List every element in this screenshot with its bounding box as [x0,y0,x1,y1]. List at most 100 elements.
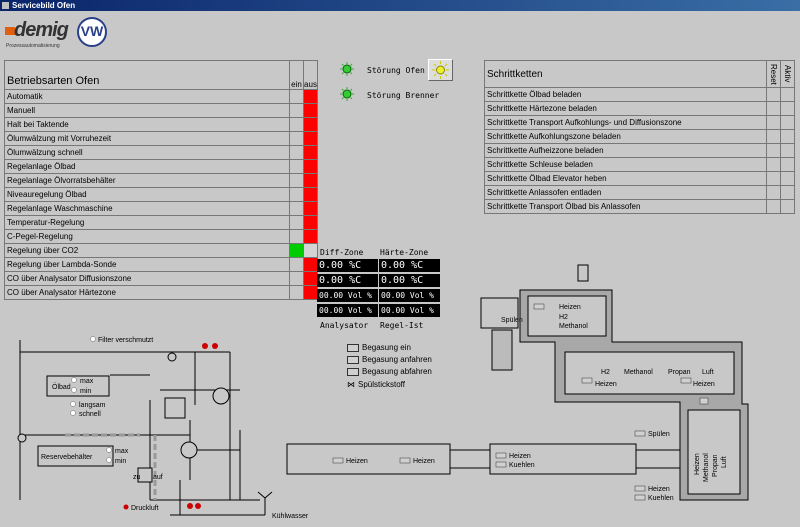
mode-on-toggle[interactable] [289,145,304,160]
mode-label: Ölumwälzung mit Vorruhezeit [4,131,290,146]
mode-row: Automatik [4,89,318,104]
heizen-bottom-label: Heizen [648,486,670,493]
chain-reset-button[interactable] [766,143,781,158]
chain-reset-button[interactable] [766,129,781,144]
demig-logo-text: demig [14,19,69,41]
legend-begasung-anfahren: Begasung anfahren [347,355,432,364]
chain-reset-button[interactable] [766,115,781,130]
chain-reset-button[interactable] [766,101,781,116]
mode-off-toggle[interactable] [303,257,318,272]
mode-on-toggle[interactable] [289,103,304,118]
furnace-fault-led-icon [340,62,354,76]
co-haerte-value: 00.00 Vol % [379,289,440,302]
modes-col-off: aus [303,60,318,90]
mode-off-toggle[interactable] [303,159,318,174]
legend-label: Spülstickstoff [358,380,405,389]
reserve-label: Reservebehälter [41,454,93,461]
mode-on-toggle[interactable] [289,117,304,132]
alarm-bell-button[interactable] [428,59,453,81]
druckluft-label: Druckluft [131,505,159,512]
modes-col-on: ein [289,60,304,90]
modes-header-row: Betriebsarten Ofen ein aus [4,60,318,90]
chain-label: Schrittkette Aufheizzone beladen [484,143,767,158]
temp-diff-value: 0.00 %C [317,259,378,272]
haerte-zone-label: Härte-Zone [380,248,429,257]
step-chains-table: Schrittketten Reset Aktiv Schrittkette Ö… [484,60,795,214]
chain-active-indicator [780,143,795,158]
legend-begasung-abfahren: Begasung abfahren [347,367,432,376]
mode-row: Ölumwälzung mit Vorruhezeit [4,131,318,146]
legend-begasung-ein: Begasung ein [347,343,411,352]
mode-on-toggle[interactable] [289,285,304,300]
chain-active-indicator [780,87,795,102]
chain-active-indicator [780,101,795,116]
mode-off-toggle[interactable] [303,187,318,202]
chain-reset-button[interactable] [766,157,781,172]
mode-on-toggle[interactable] [289,229,304,244]
chain-label: Schrittkette Schleuse beladen [484,157,767,172]
propan-vert-label: Propan [712,454,719,477]
mode-on-toggle[interactable] [289,257,304,272]
mode-off-toggle[interactable] [303,201,318,216]
chain-label: Schrittkette Ölbad Elevator heben [484,171,767,186]
mode-row: CO über Analysator Härtezone [4,285,318,300]
mode-on-toggle[interactable] [289,201,304,216]
chain-label: Schrittkette Ölbad beladen [484,87,767,102]
oelbad-label: Ölbad [52,383,71,391]
furnace-fault-label: Störung Ofen [367,66,425,75]
mode-row: Ölumwälzung schnell [4,145,318,160]
vw-logo-text: VW [80,23,104,39]
mode-on-toggle[interactable] [289,243,304,258]
mode-off-toggle[interactable] [303,229,318,244]
legend-label: Begasung abfahren [362,367,432,376]
mode-off-toggle[interactable] [303,103,318,118]
mode-label: Regelung über CO2 [4,243,290,258]
burner-fault-led-icon [340,87,354,101]
logo: demig Prozessautomatisierung VW [5,17,107,51]
mode-on-toggle[interactable] [289,271,304,286]
mode-off-toggle[interactable] [303,117,318,132]
chain-label: Schrittkette Anlassofen entladen [484,185,767,200]
spuelen-bottom-label: Spülen [648,431,670,438]
mode-off-toggle[interactable] [303,243,318,258]
diff-zone-label: Diff-Zone [320,248,364,257]
co2-haerte-value: 0.00 %C [379,274,440,287]
mode-on-toggle[interactable] [289,215,304,230]
mode-on-toggle[interactable] [289,187,304,202]
auf-label: auf [153,474,163,481]
mode-on-toggle[interactable] [289,173,304,188]
mode-on-toggle[interactable] [289,89,304,104]
mode-label: Ölumwälzung schnell [4,145,290,160]
legend-spuelstickstoff: ⋈Spülstickstoff [347,380,405,389]
mode-label: Automatik [4,89,290,104]
mode-off-toggle[interactable] [303,285,318,300]
h2-top-label: H2 [559,314,568,321]
mode-on-toggle[interactable] [289,131,304,146]
mode-row: Regelanlage Ölbad [4,159,318,174]
chain-reset-button[interactable] [766,199,781,214]
chain-label: Schrittkette Härtezone beladen [484,101,767,116]
window-title: Servicebild Ofen [12,1,76,10]
chain-row: Schrittkette Schleuse beladen [484,157,795,172]
chain-reset-button[interactable] [766,87,781,102]
mode-off-toggle[interactable] [303,131,318,146]
heizen-mid1-label: Heizen [595,381,617,388]
mode-off-toggle[interactable] [303,271,318,286]
mode-row: Regelung über CO2 [4,243,318,258]
regel-ist-label: Regel-Ist [380,321,424,330]
mode-off-toggle[interactable] [303,145,318,160]
mode-label: Temperatur-Regelung [4,215,290,230]
mode-label: Manuell [4,103,290,118]
chain-reset-button[interactable] [766,171,781,186]
mode-off-toggle[interactable] [303,89,318,104]
chain-active-indicator [780,199,795,214]
mode-row: Regelung über Lambda-Sonde [4,257,318,272]
chain-row: Schrittkette Aufheizzone beladen [484,143,795,158]
mode-off-toggle[interactable] [303,173,318,188]
heizen-vert-label: Heizen [694,453,701,475]
mode-on-toggle[interactable] [289,159,304,174]
mode-label: CO über Analysator Härtezone [4,285,290,300]
chain-reset-button[interactable] [766,185,781,200]
mode-off-toggle[interactable] [303,215,318,230]
chain-row: Schrittkette Ölbad beladen [484,87,795,102]
